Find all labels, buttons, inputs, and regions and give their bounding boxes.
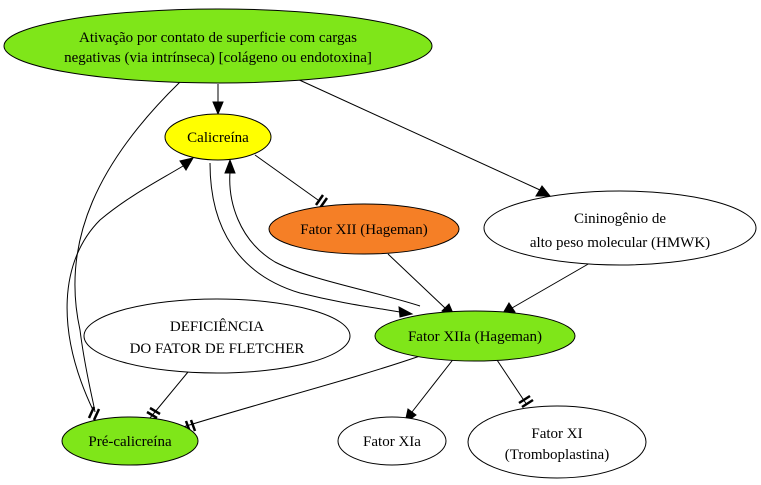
node-factor-xiia-label: Fator XIIa (Hageman) <box>408 329 542 345</box>
nodes-layer: Ativação por contato de superficie com c… <box>3 8 757 479</box>
node-hmwk-label-line1: Cininogênio de <box>574 211 666 227</box>
edge-kallikrein-to-factor-xii <box>254 154 319 201</box>
node-factor-xi-label-line2: (Tromboplastina) <box>505 447 609 463</box>
tee-marker-factor-xi <box>518 394 534 409</box>
arrowhead-kallikrein-from-factor-xiia <box>224 158 236 174</box>
node-hmwk-label-line2: alto peso molecular (HMWK) <box>530 235 710 251</box>
edge-factor-xiia-to-factor-xi <box>494 356 528 406</box>
node-prekallikrein: Pré-calicreína <box>61 416 199 466</box>
edge-factor-xiia-to-prekallikrein <box>182 355 421 428</box>
node-kallikrein-ellipse <box>164 113 272 161</box>
node-factor-xia-label: Fator XIa <box>363 434 421 450</box>
node-activation-label-line1: Ativação por contato de superficie com c… <box>79 30 357 46</box>
edge-factor-xiia-to-factor-xia <box>411 356 456 413</box>
node-fletcher-label-line2: DO FATOR DE FLETCHER <box>130 341 305 357</box>
node-activation-ellipse <box>3 8 433 84</box>
node-factor-xii-ellipse <box>268 203 460 255</box>
edge-hmwk-to-factor-xiia <box>511 262 591 309</box>
edge-activation-to-hmwk <box>294 77 541 191</box>
node-factor-xii: Fator XII (Hageman) <box>268 203 460 255</box>
tee-marker-prekallikrein-from-fletcher <box>146 406 161 420</box>
node-factor-xi-ellipse <box>467 405 647 479</box>
node-fletcher: DEFICIÊNCIA DO FATOR DE FLETCHER <box>83 298 351 374</box>
arrowhead-hmwk <box>535 185 552 197</box>
edge-fletcher-to-prekallikrein <box>149 371 189 419</box>
edge-factor-xiia-to-kallikrein <box>229 171 421 307</box>
edge-kallikrein-to-factor-xiia <box>209 162 401 313</box>
arrowhead-kallikrein-from-prekallikrein <box>179 157 195 171</box>
node-factor-xia: Fator XIa <box>337 416 447 466</box>
node-factor-xi: Fator XI (Tromboplastina) <box>467 405 647 479</box>
node-kallikrein-label: Calicreína <box>187 130 249 146</box>
node-prekallikrein-ellipse <box>61 416 199 466</box>
node-factor-xiia-ellipse <box>374 310 576 362</box>
node-factor-xiia: Fator XIIa (Hageman) <box>374 310 576 362</box>
node-fletcher-label-line1: DEFICIÊNCIA <box>170 318 264 335</box>
edge-factor-xii-to-factor-xiia <box>387 253 446 309</box>
arrowhead-factor-xiia-from-kallikrein <box>398 306 414 318</box>
node-factor-xii-label: Fator XII (Hageman) <box>300 222 427 238</box>
node-hmwk-ellipse <box>483 190 757 266</box>
node-factor-xia-ellipse <box>337 416 447 466</box>
node-activation-label-line2: negativas (via intrínseca) [colágeno ou … <box>64 50 372 66</box>
node-hmwk: Cininogênio de alto peso molecular (HMWK… <box>483 190 757 266</box>
node-kallikrein: Calicreína <box>164 113 272 161</box>
node-prekallikrein-label: Pré-calicreína <box>88 434 172 450</box>
arrowhead-kallikrein <box>212 101 224 116</box>
edges-layer <box>66 77 591 433</box>
node-activation: Ativação por contato de superficie com c… <box>3 8 433 84</box>
tee-marker-prekallikrein-from-activation <box>87 406 101 421</box>
node-fletcher-ellipse <box>83 298 351 374</box>
edge-activation-to-prekallikrein <box>74 81 181 413</box>
node-factor-xi-label-line1: Fator XI <box>531 426 582 442</box>
edge-prekallikrein-to-kallikrein <box>66 165 184 411</box>
